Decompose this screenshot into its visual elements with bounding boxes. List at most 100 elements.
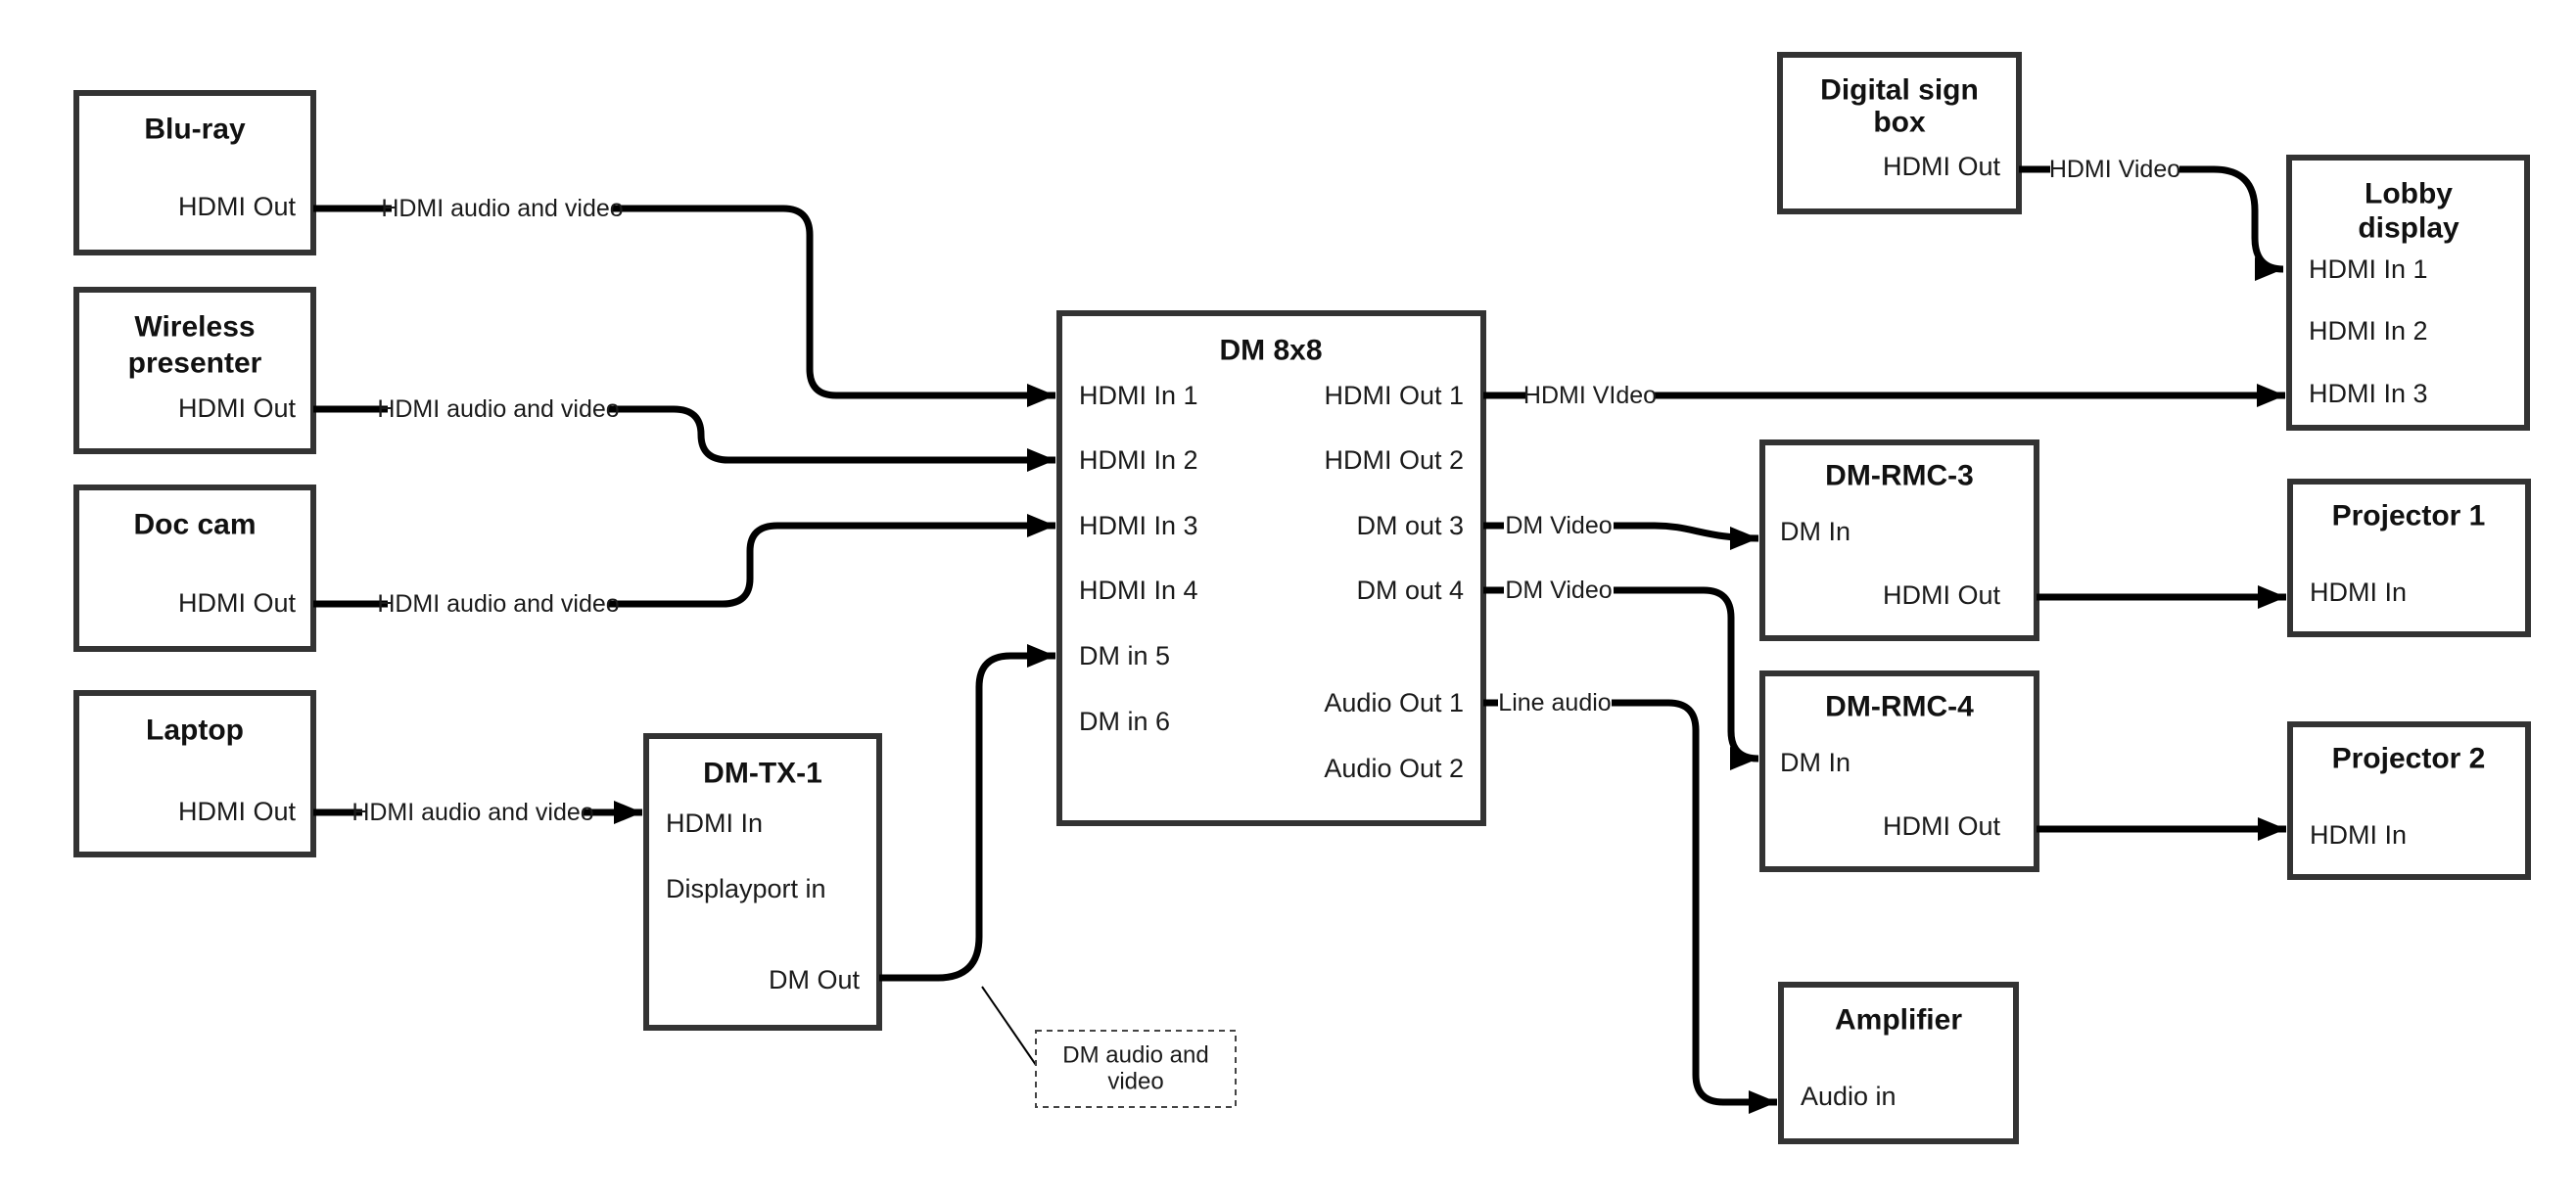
edge-label-bg: [1504, 511, 1614, 540]
edge-label-hdmi-video-signbox: HDMI Video: [2049, 156, 2180, 183]
laptop-title: Laptop: [146, 715, 244, 747]
proj1-title: Projector 1: [2332, 500, 2486, 532]
dm8x8-port-dm-in-6: DM in 6: [1079, 707, 1170, 736]
node-dm-tx-1: DM-TX-1 HDMI In Displayport in DM Out: [643, 733, 882, 1031]
edge-dm8x8-to-rmc4: [1483, 586, 1759, 770]
edge-wireless-to-dm8x8: [313, 405, 1055, 472]
dm8x8-port-dm-in-5: DM in 5: [1079, 641, 1170, 670]
edge-label-bg: [388, 589, 609, 619]
edge-label-dm-video-out4: DM Video: [1505, 577, 1612, 604]
node-dm-rmc-4: DM-RMC-4 DM In HDMI Out: [1759, 670, 2039, 872]
edges: [313, 165, 2286, 1114]
proj2-title: Projector 2: [2332, 743, 2486, 775]
dm8x8-port-hdmi-out-2: HDMI Out 2: [1324, 445, 1464, 475]
dm8x8-port-hdmi-in-1: HDMI In 1: [1079, 381, 1198, 410]
node-bluray: Blu-ray HDMI Out: [73, 90, 316, 255]
wireless-title-line1: Wireless: [134, 311, 255, 344]
doccam-title: Doc cam: [133, 509, 256, 541]
wireless-port-hdmi-out: HDMI Out: [178, 393, 297, 423]
wireless-box: [73, 287, 316, 454]
edge-label-doccam: HDMI audio and video: [377, 590, 619, 618]
edge-label-laptop: HDMI audio and video: [351, 799, 593, 826]
edge-signbox-to-lobby: [2019, 165, 2284, 281]
lobby-box: [2286, 155, 2530, 431]
edge-label-bg: [2050, 155, 2179, 184]
edge-label-bg: [1504, 576, 1614, 605]
edge-dmtx1-to-dm8x8: [879, 644, 1055, 982]
dmtx1-box: [643, 733, 882, 1031]
amp-title: Amplifier: [1835, 1004, 1962, 1037]
node-digital-sign-box: Digital sign box HDMI Out: [1777, 52, 2022, 214]
edge-label-hdmi-video-out1: HDMI VIdeo: [1523, 382, 1657, 409]
edge-label-bg: [388, 394, 609, 424]
rmc3-box: [1759, 439, 2039, 641]
node-amplifier: Amplifier Audio in: [1778, 982, 2019, 1144]
rmc4-port-hdmi-out: HDMI Out: [1883, 811, 2001, 841]
rmc3-port-hdmi-out: HDMI Out: [1883, 580, 2001, 610]
edge-labels: HDMI audio and video HDMI audio and vide…: [351, 155, 2180, 827]
dmtx1-port-hdmi-in: HDMI In: [666, 808, 763, 838]
dm8x8-port-audio-out-2: Audio Out 2: [1324, 754, 1464, 783]
dm8x8-port-dm-out-3: DM out 3: [1356, 511, 1464, 540]
bluray-port-hdmi-out: HDMI Out: [178, 192, 297, 221]
dm8x8-port-audio-out-1: Audio Out 1: [1324, 688, 1464, 717]
edge-label-bg: [1498, 688, 1612, 717]
node-wireless-presenter: Wireless presenter HDMI Out: [73, 287, 316, 454]
rmc4-box: [1759, 670, 2039, 872]
doccam-box: [73, 485, 316, 652]
edge-bluray-to-dm8x8: [313, 205, 1055, 407]
wireless-title-line2: presenter: [128, 347, 262, 380]
node-dm-rmc-3: DM-RMC-3 DM In HDMI Out: [1759, 439, 2039, 641]
dm8x8-port-hdmi-in-3: HDMI In 3: [1079, 511, 1198, 540]
proj2-port-hdmi-in: HDMI In: [2310, 820, 2407, 850]
note-callout-line: [981, 986, 1037, 1066]
lobby-title-line1: Lobby: [2365, 178, 2453, 210]
note-text-line2: video: [1107, 1069, 1163, 1095]
dm8x8-title: DM 8x8: [1219, 335, 1322, 367]
bluray-box: [73, 90, 316, 255]
edge-label-dm-video-out3: DM Video: [1505, 512, 1612, 539]
note-box: [1035, 1030, 1237, 1108]
node-lobby-display: Lobby display HDMI In 1 HDMI In 2 HDMI I…: [2286, 155, 2530, 431]
rmc4-port-dm-in: DM In: [1780, 748, 1850, 777]
rmc3-title: DM-RMC-3: [1825, 460, 1974, 492]
node-projector-1: Projector 1 HDMI In: [2287, 479, 2531, 637]
edge-label-bg: [362, 798, 584, 827]
edge-label-wireless: HDMI audio and video: [377, 395, 619, 423]
node-dm-8x8: DM 8x8 HDMI In 1 HDMI In 2 HDMI In 3 HDM…: [1056, 310, 1486, 826]
proj2-box: [2287, 721, 2531, 880]
laptop-box: [73, 690, 316, 857]
doccam-port-hdmi-out: HDMI Out: [178, 588, 297, 618]
edge-doccam-to-dm8x8: [313, 514, 1055, 608]
signbox-port-hdmi-out: HDMI Out: [1883, 152, 2001, 181]
edge-label-bg: [1525, 381, 1655, 410]
node-doc-cam: Doc cam HDMI Out: [73, 485, 316, 652]
edge-dm8x8-to-amp: [1483, 699, 1777, 1114]
laptop-port-hdmi-out: HDMI Out: [178, 797, 297, 826]
edge-dm8x8-to-rmc3: [1483, 522, 1759, 550]
dmtx1-title: DM-TX-1: [703, 758, 822, 790]
proj1-port-hdmi-in: HDMI In: [2310, 577, 2407, 607]
dmtx1-port-displayport-in: Displayport in: [666, 874, 826, 903]
bluray-title: Blu-ray: [144, 114, 246, 146]
edge-label-bg: [392, 194, 613, 223]
edge-label-bluray: HDMI audio and video: [381, 195, 623, 222]
signbox-title-line1: Digital sign: [1820, 74, 1979, 107]
note-text-line1: DM audio and: [1062, 1042, 1208, 1069]
proj1-box: [2287, 479, 2531, 637]
dm8x8-port-hdmi-out-1: HDMI Out 1: [1324, 381, 1464, 410]
dm8x8-box: [1056, 310, 1486, 826]
rmc4-title: DM-RMC-4: [1825, 691, 1974, 723]
note-dm-audio-and-video: DM audio and video: [1035, 1030, 1237, 1108]
rmc3-port-dm-in: DM In: [1780, 517, 1850, 546]
node-projector-2: Projector 2 HDMI In: [2287, 721, 2531, 880]
dm8x8-port-hdmi-in-4: HDMI In 4: [1079, 576, 1198, 605]
lobby-port-hdmi-in-3: HDMI In 3: [2309, 379, 2428, 408]
amp-box: [1778, 982, 2019, 1144]
signbox-box: [1777, 52, 2022, 214]
node-laptop: Laptop HDMI Out: [73, 690, 316, 857]
edge-label-line-audio: Line audio: [1498, 689, 1611, 716]
dm8x8-port-hdmi-in-2: HDMI In 2: [1079, 445, 1198, 475]
